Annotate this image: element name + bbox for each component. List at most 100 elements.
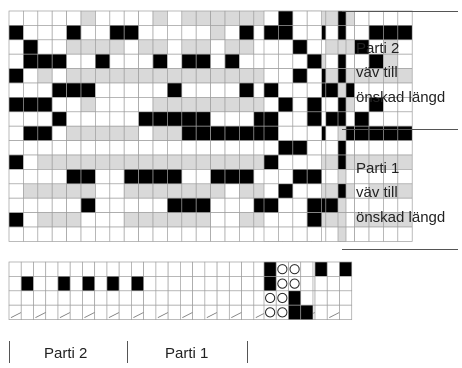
drawdown-cell	[23, 154, 39, 170]
threading-cell	[228, 261, 242, 277]
label-part2-title: Parti 2	[356, 40, 400, 57]
drawdown-cell	[152, 212, 168, 228]
drawdown-cell	[123, 140, 139, 156]
treadling-cell	[278, 39, 294, 55]
drawdown-cell	[195, 183, 211, 199]
threading-cell	[118, 290, 132, 306]
drawdown-cell	[167, 25, 183, 41]
threading-grid	[8, 261, 353, 320]
drawdown-cell	[210, 183, 226, 199]
threading-cell	[118, 276, 132, 292]
drawdown-cell	[167, 226, 183, 242]
drawdown-cell	[239, 53, 255, 69]
drawdown-cell	[23, 68, 39, 84]
threading-cell	[69, 261, 83, 277]
drawdown-cell	[397, 154, 413, 170]
drawdown-cell	[354, 140, 370, 156]
drawdown-cell	[195, 39, 211, 55]
drawdown-cell	[80, 183, 96, 199]
threading-cell	[204, 304, 218, 320]
drawdown-cell	[80, 25, 96, 41]
drawdown-cell	[181, 183, 197, 199]
sidebar-cell	[337, 10, 347, 26]
drawdown-cell	[138, 68, 154, 84]
threading-cell	[45, 290, 59, 306]
drawdown-cell	[397, 140, 413, 156]
threading-cell	[339, 304, 353, 320]
drawdown-cell	[195, 154, 211, 170]
drawdown-cell	[181, 197, 197, 213]
drawdown-cell	[152, 53, 168, 69]
drawdown-cell	[167, 183, 183, 199]
drawdown-cell	[167, 53, 183, 69]
sidebar-cell	[337, 111, 347, 127]
sidebar-cell	[337, 53, 347, 69]
tieup-cell	[263, 261, 277, 277]
drawdown-cell	[66, 183, 82, 199]
threading-cell	[69, 276, 83, 292]
threading-cell	[33, 304, 47, 320]
drawdown-cell	[210, 154, 226, 170]
threading-cell	[180, 276, 193, 292]
tieup-cell	[288, 290, 302, 306]
drawdown-cell	[397, 10, 413, 26]
threading-cell	[241, 276, 255, 292]
threading-cell	[204, 276, 218, 292]
treadling-cell	[263, 140, 279, 156]
threading-cell	[94, 290, 108, 306]
treadling-cell	[278, 140, 294, 156]
threading-cell	[314, 276, 328, 292]
drawdown-cell	[37, 10, 53, 26]
drawdown-cell	[210, 140, 226, 156]
tieup-cell	[263, 276, 277, 292]
drawdown-cell	[8, 82, 24, 98]
drawdown-cell	[95, 10, 111, 26]
drawdown-cell	[152, 39, 168, 55]
treadling-cell	[306, 53, 322, 69]
drawdown-cell	[66, 68, 82, 84]
drawdown-cell	[66, 140, 82, 156]
drawdown-cell	[195, 140, 211, 156]
threading-cell	[216, 276, 230, 292]
treadling-cell	[278, 10, 294, 26]
treadling-cell	[292, 183, 308, 199]
drawdown-cell	[95, 226, 111, 242]
drawdown-cell	[109, 97, 125, 113]
divider-right	[247, 341, 248, 363]
treadling-cell	[306, 226, 322, 242]
drawdown-cell	[80, 140, 96, 156]
drawdown-cell	[181, 169, 197, 185]
threading-cell	[118, 304, 132, 320]
rule-bottom	[342, 249, 458, 250]
drawdown-cell	[123, 111, 139, 127]
drawdown-cell	[23, 125, 39, 141]
threading-cell	[180, 261, 193, 277]
threading-cell	[20, 290, 34, 306]
drawdown-cell	[224, 25, 240, 41]
treadling-cell	[292, 154, 308, 170]
drawdown-cell	[138, 10, 154, 26]
drawdown-cell	[210, 197, 226, 213]
drawdown-cell	[138, 226, 154, 242]
drawdown-cell	[224, 226, 240, 242]
drawdown-cell	[210, 111, 226, 127]
threading-cell	[241, 304, 255, 320]
drawdown-cell	[368, 10, 384, 26]
threading-cell	[167, 276, 181, 292]
drawdown-cell	[167, 197, 183, 213]
drawdown-cell	[138, 140, 154, 156]
drawdown-cell	[23, 97, 39, 113]
tieup-circle	[277, 278, 288, 289]
drawdown-cell	[239, 226, 255, 242]
rule-middle	[342, 129, 458, 130]
drawdown-cell	[167, 212, 183, 228]
drawdown-cell	[23, 197, 39, 213]
drawdown-cell	[354, 226, 370, 242]
drawdown-cell	[195, 169, 211, 185]
drawdown-cell	[95, 53, 111, 69]
treadling-cell	[278, 111, 294, 127]
threading-cell	[57, 290, 71, 306]
threading-cell	[192, 304, 206, 320]
drawdown-cell	[109, 68, 125, 84]
threading-cell	[167, 261, 181, 277]
